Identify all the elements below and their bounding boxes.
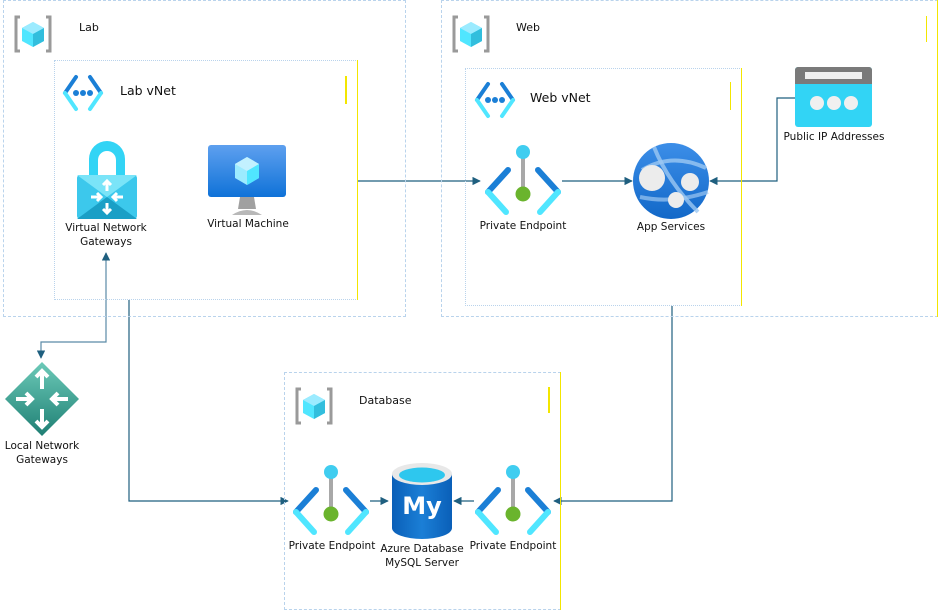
highlight-edge [357, 60, 358, 300]
group-title-web: Web [516, 21, 540, 34]
private-endpoint-icon[interactable] [292, 464, 370, 538]
highlight-edge [741, 68, 742, 306]
highlight-edge [560, 372, 561, 610]
node-label-publicip: Public IP Addresses [783, 131, 885, 143]
mysql-glyph: My [402, 492, 442, 520]
group-lab[interactable] [3, 0, 406, 317]
local-network-gateway-icon[interactable] [4, 361, 80, 437]
node-label-db-endpoint-right: Private Endpoint [469, 540, 557, 552]
virtual-network-gateway-icon[interactable] [77, 141, 137, 219]
private-endpoint-icon[interactable] [484, 144, 562, 218]
virtual-network-icon [475, 82, 515, 118]
node-label-vng: Virtual Network Gateways [65, 222, 147, 248]
resource-group-icon [14, 15, 52, 53]
connector-labvnet-to-db-endpoint-left [128, 300, 289, 506]
group-title-database: Database [359, 394, 412, 407]
highlight-edge [937, 0, 938, 317]
virtual-network-icon [63, 75, 103, 111]
app-services-icon[interactable] [632, 142, 710, 220]
node-label-vm: Virtual Machine [207, 218, 289, 230]
highlight-bar [548, 387, 550, 413]
highlight-bar [730, 82, 731, 110]
virtual-machine-icon[interactable] [208, 145, 288, 217]
connector-publicip-to-appservices [709, 97, 795, 186]
vnet-title-lab: Lab vNet [120, 83, 176, 98]
vnet-title-web: Web vNet [530, 90, 591, 105]
node-label-mysql: Azure Database MySQL Server [380, 543, 464, 569]
node-label-appservices: App Services [636, 221, 706, 233]
resource-group-icon [295, 387, 333, 425]
public-ip-icon[interactable] [795, 67, 873, 127]
node-label-db-endpoint-left: Private Endpoint [288, 540, 376, 552]
resource-group-icon [452, 15, 490, 53]
group-title-lab: Lab [79, 21, 99, 34]
node-label-lng: Local Network Gateways [4, 440, 80, 466]
connector-vng-to-lng [36, 252, 111, 359]
highlight-bar [926, 16, 927, 42]
private-endpoint-icon[interactable] [474, 464, 552, 538]
mysql-database-icon[interactable]: My [391, 462, 453, 540]
connector-webvnet-to-db-endpoint-right [553, 306, 673, 506]
node-label-web-endpoint: Private Endpoint [479, 220, 567, 232]
highlight-bar [345, 76, 347, 104]
